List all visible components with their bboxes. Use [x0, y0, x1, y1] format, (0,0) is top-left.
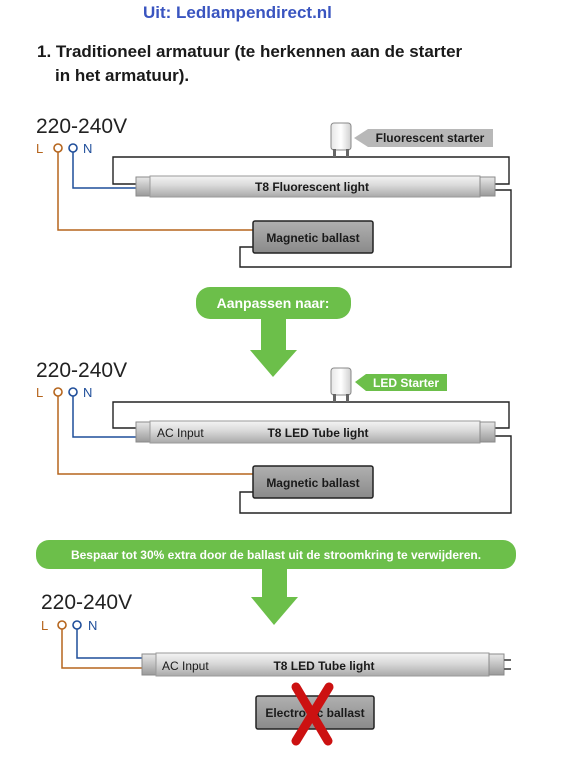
led-tube [141, 652, 511, 677]
live-label: L [41, 618, 48, 633]
top-loop-wire [112, 156, 510, 185]
ac-input-label: AC Input [157, 426, 204, 440]
magnetic-ballast [252, 465, 374, 499]
source-credit: Uit: Ledlampendirect.nl [143, 3, 332, 22]
conversion-arrow: Aanpassen naar: [196, 287, 351, 377]
savings-arrow: Bespaar tot 30% extra door de ballast ui… [36, 540, 516, 625]
neutral-wire [72, 396, 136, 438]
starter-callout [354, 129, 493, 147]
starter-label: LED Starter [373, 376, 439, 390]
neutral-wire [72, 152, 136, 189]
live-label: L [36, 141, 43, 156]
section-traditional: 220-240V L N Fluorescent starter T8 Fluo… [36, 115, 512, 268]
heading-line-1: 1. Traditioneel armatuur (te herkennen a… [37, 42, 463, 61]
neutral-terminal [68, 387, 78, 397]
page-title: 1. Traditioneel armatuur (te herkennen a… [37, 40, 537, 88]
magnetic-ballast [252, 220, 374, 254]
tube-label: T8 Fluorescent light [255, 180, 369, 194]
live-terminal [53, 143, 63, 153]
live-label: L [36, 385, 43, 400]
neutral-label: N [88, 618, 97, 633]
fluorescent-tube [135, 175, 496, 198]
voltage-label: 220-240V [36, 115, 127, 138]
ballast-label: Magnetic ballast [266, 476, 359, 490]
voltage-label: 220-240V [41, 591, 132, 614]
bottom-loop-wire [239, 189, 512, 268]
starter [330, 122, 352, 157]
starter-label: Fluorescent starter [376, 131, 485, 145]
starter-callout [355, 374, 447, 391]
section-led-with-ballast: 220-240V L N LED Starter AC Input T8 LED… [36, 359, 512, 514]
live-wire [57, 396, 253, 475]
led-tube [135, 420, 496, 444]
neutral-label: N [83, 385, 92, 400]
conversion-label: Aanpassen naar: [217, 295, 330, 311]
live-terminal [57, 620, 67, 630]
section-led-direct: 220-240V L N AC Input T8 LED Tube light … [41, 591, 511, 746]
live-wire [57, 152, 253, 231]
ballast-label: Magnetic ballast [266, 231, 359, 245]
neutral-wire [76, 629, 142, 659]
savings-banner-text: Bespaar tot 30% extra door de ballast ui… [71, 548, 481, 562]
bottom-loop-wire [239, 435, 512, 514]
tube-label: T8 LED Tube light [267, 426, 368, 440]
neutral-terminal [68, 143, 78, 153]
live-terminal [53, 387, 63, 397]
led-starter [330, 367, 352, 402]
live-wire [61, 629, 142, 669]
voltage-label: 220-240V [36, 359, 127, 382]
conversion-label-pill [196, 287, 351, 319]
ac-input-label: AC Input [162, 659, 209, 673]
removed-cross-icon [291, 682, 334, 746]
savings-banner [36, 540, 516, 569]
neutral-label: N [83, 141, 92, 156]
tube-label: T8 LED Tube light [273, 659, 374, 673]
top-loop-wire [112, 401, 510, 429]
neutral-terminal [72, 620, 82, 630]
heading-line-2: in het armatuur). [55, 66, 190, 85]
